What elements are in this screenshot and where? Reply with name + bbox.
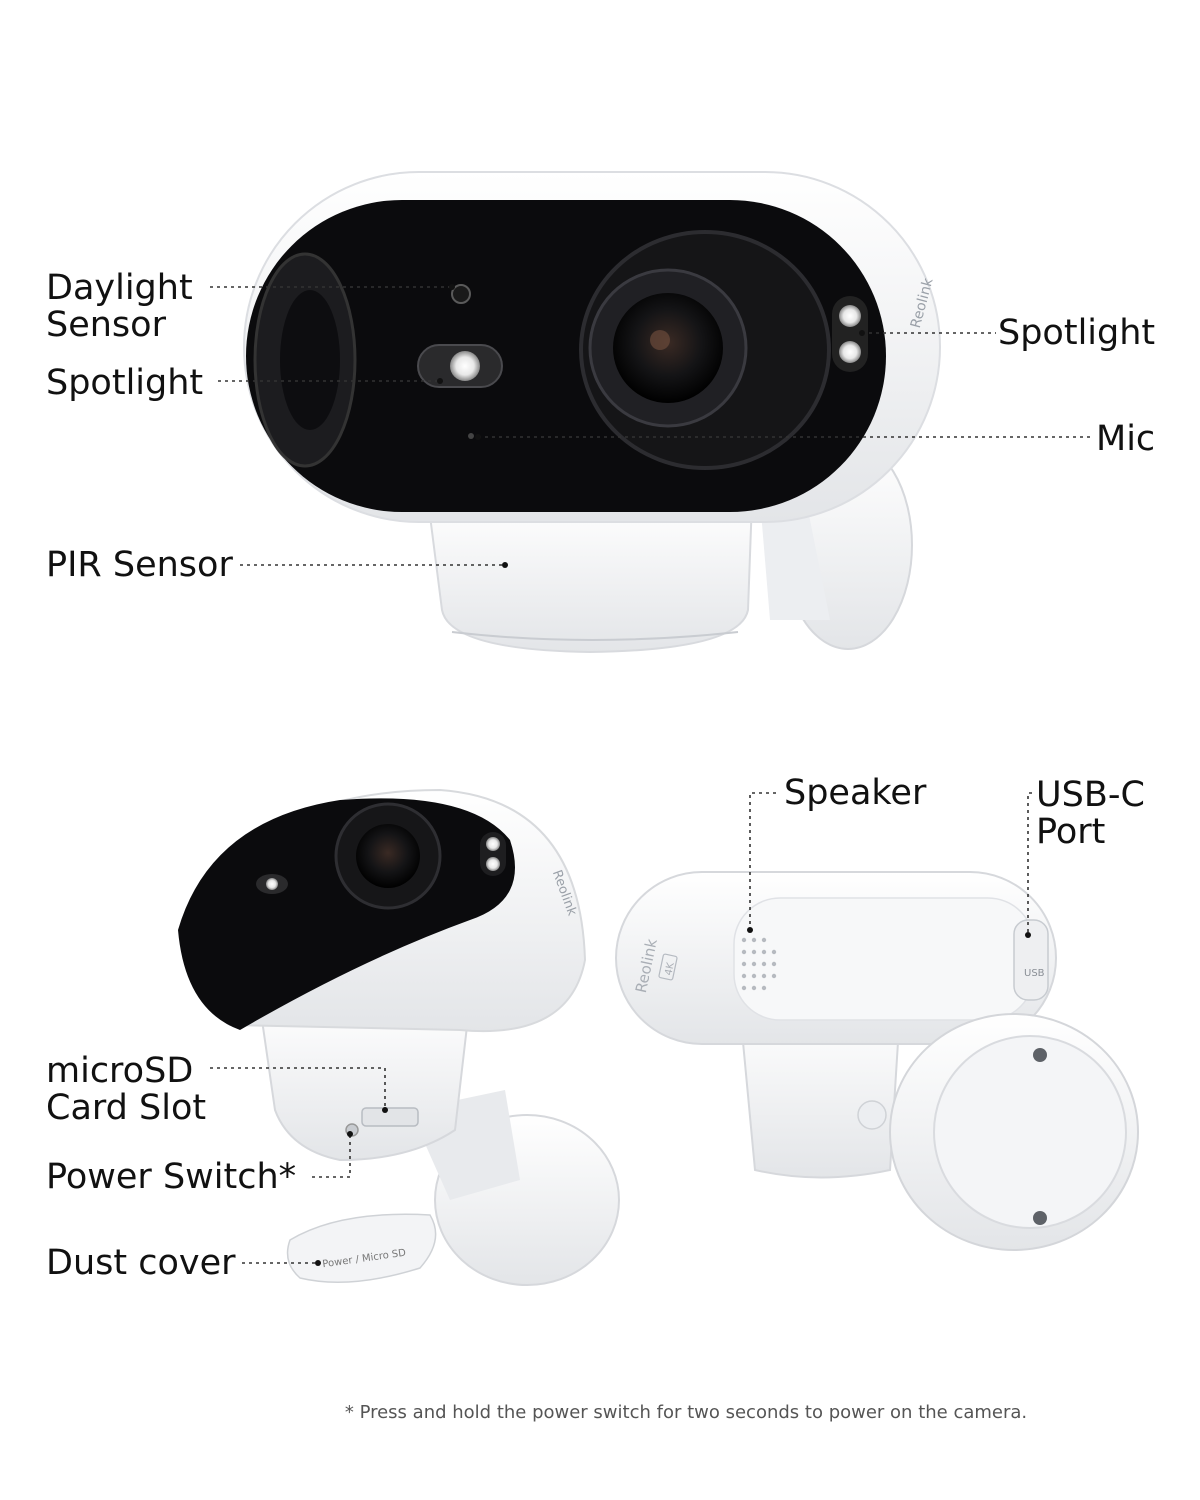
label-usb-c-port: USB-C Port (1036, 777, 1145, 851)
bottom-right-camera: USB Reolink 4K (615, 871, 1139, 1251)
top-camera: Reolink (243, 171, 941, 654)
label-usb-line1: USB-C (1036, 775, 1145, 815)
label-microsd-card-slot: microSD Card Slot (46, 1053, 206, 1127)
right-spotlight-upper (839, 305, 861, 327)
label-power-switch: Power Switch* (46, 1157, 297, 1197)
daylight-sensor (451, 284, 471, 304)
label-pir-sensor: PIR Sensor (46, 545, 233, 585)
usb-port-text: USB (1024, 968, 1045, 979)
leader-microsd (210, 1067, 386, 1110)
pir-housing (426, 499, 754, 654)
label-microsd-line1: microSD (46, 1051, 194, 1091)
leader-power (312, 1134, 351, 1178)
leader-dots (315, 284, 1031, 1266)
label-spotlight-right: Spotlight (998, 313, 1156, 353)
right-spotlight-lower (839, 341, 861, 363)
label-daylight-sensor: Daylight Sensor (46, 270, 193, 344)
label-speaker: Speaker (784, 773, 927, 813)
label-usb-line2: Port (1036, 812, 1106, 852)
footnote: * Press and hold the power switch for tw… (344, 1402, 1028, 1423)
badge-4k: 4K (663, 961, 677, 976)
label-dust-cover: Dust cover (46, 1243, 236, 1283)
label-microsd-line2: Card Slot (46, 1088, 207, 1128)
mic-hole (468, 433, 474, 439)
dust-cover (286, 1213, 437, 1283)
leader-usb (1027, 792, 1032, 935)
microsd-slot (361, 1107, 419, 1127)
usb-c-port (1013, 919, 1049, 1001)
label-daylight-line2: Sensor (46, 305, 166, 345)
label-mic: Mic (1096, 419, 1156, 459)
leader-lines (210, 286, 1090, 1264)
label-spotlight-left: Spotlight (46, 363, 204, 403)
speaker-grille (741, 937, 777, 991)
label-daylight-line1: Daylight (46, 268, 193, 308)
leader-speaker (749, 792, 776, 930)
bottom-left-camera: Reolink Power / Micro SD (178, 788, 620, 1286)
